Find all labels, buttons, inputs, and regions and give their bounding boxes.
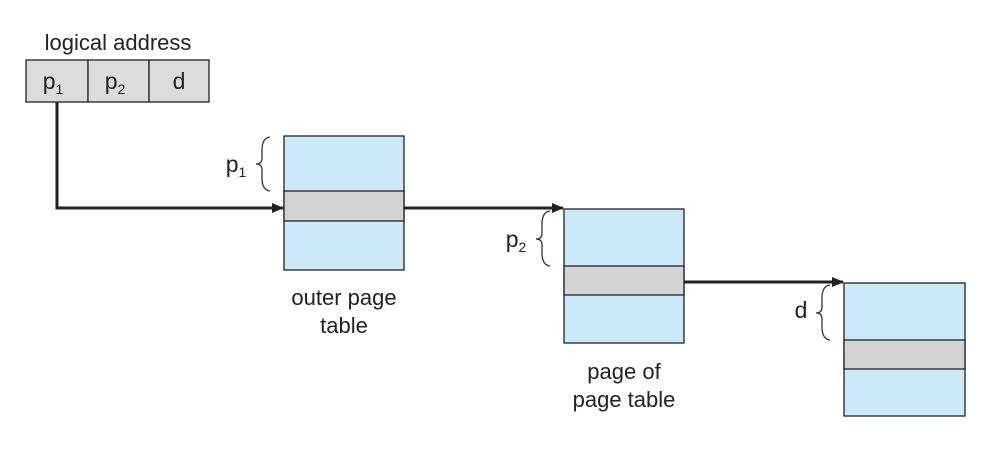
p1-field-label: p1 [43, 68, 64, 97]
outer-page-table-caption-line-2: table [320, 313, 368, 338]
outer-page-table [283, 135, 405, 271]
d-field-label: d [173, 68, 186, 94]
p1-to-outer-table-arrow [55, 102, 284, 213]
p2-field-label: p2 [105, 68, 126, 97]
outer-page-table-entry [283, 190, 405, 222]
memory-page-frame [843, 282, 966, 417]
p2-field [87, 59, 150, 103]
logical-address-title: logical address [45, 30, 192, 55]
memory-page-target-word [843, 339, 966, 370]
p1-offset-brace [255, 136, 271, 192]
page-of-page-table-caption-line-1: page of [587, 359, 661, 384]
d-field [148, 59, 210, 103]
outer-page-table-caption-line-1: outer page [291, 285, 396, 310]
page-of-page-table-caption-line-2: page table [573, 387, 676, 412]
p1-field [25, 59, 89, 103]
outer-table-index-label: p1 [226, 151, 247, 180]
p2-offset-brace [535, 210, 551, 267]
logical-address-register: p1 p2 d [25, 59, 210, 103]
page-of-page-table [563, 208, 685, 344]
d-offset-brace [815, 284, 831, 341]
page-of-page-table-index-label: p2 [506, 226, 527, 255]
page-of-page-table-entry [563, 265, 685, 296]
memory-page-offset-label: d [795, 297, 808, 323]
